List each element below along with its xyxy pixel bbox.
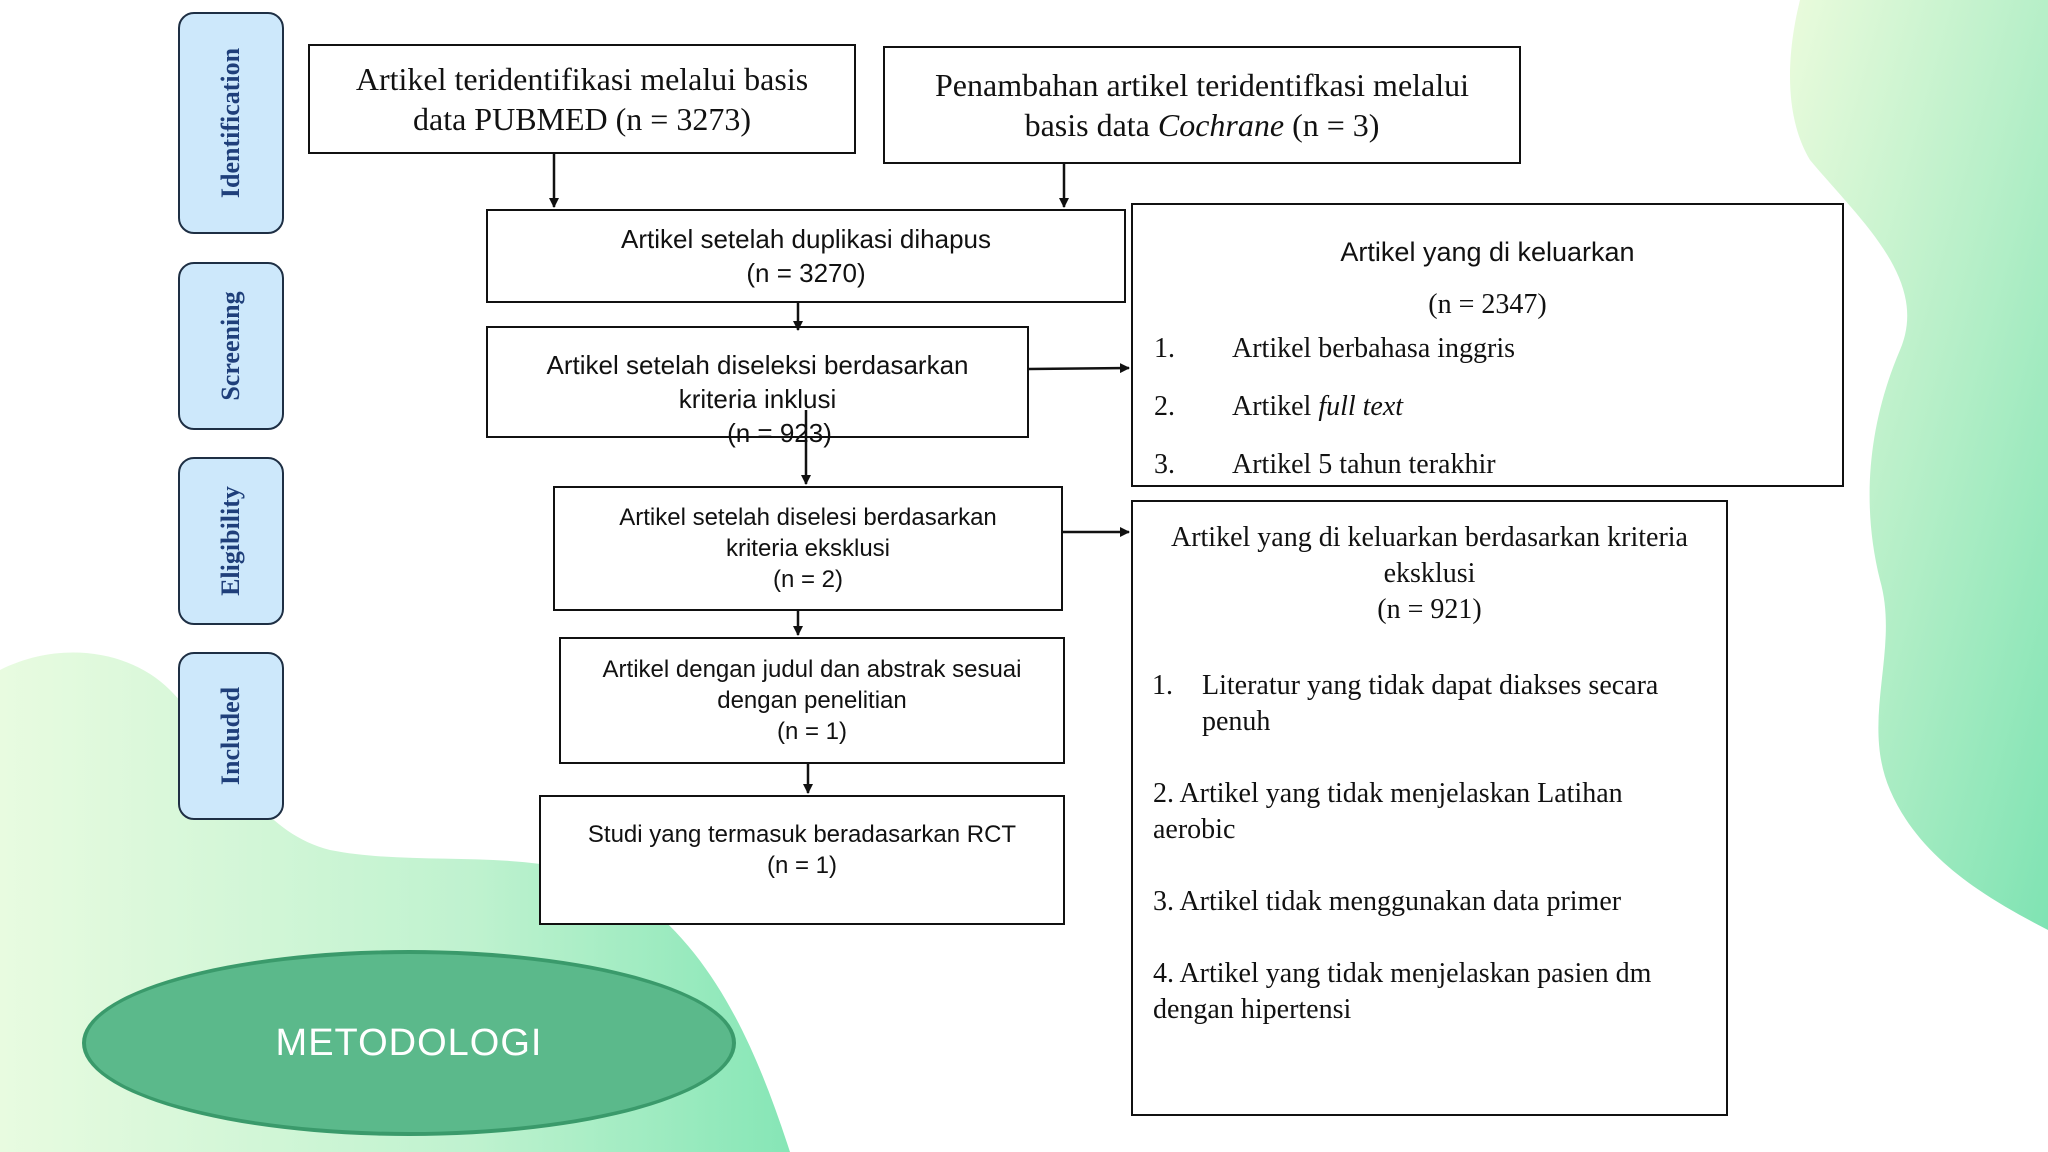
box-pubmed: Artikel teridentifikasi melalui basis da… (308, 44, 856, 154)
box-title-abstract-line1: Artikel dengan judul dan abstrak sesuai (602, 656, 1022, 683)
phase-identification: Identification (178, 12, 284, 234)
excluded-eligibility-item-4: 4. Artikel yang tidak menjelaskan pasien… (1153, 956, 1706, 1028)
box-cochrane-line1: Penambahan artikel teridentifkasi melalu… (934, 67, 1470, 103)
phase-screening: Screening (178, 262, 284, 430)
excluded-screening-item-num: 1. (1154, 333, 1175, 364)
box-duplicates-line2: (n = 3270) (746, 258, 866, 288)
box-excluded-eligibility: Artikel yang di keluarkan berdasarkan kr… (1131, 500, 1728, 1116)
excluded-screening-item-num: 2. (1154, 391, 1175, 422)
box-duplicates-line1: Artikel setelah duplikasi dihapus (621, 224, 991, 254)
box-cochrane: Penambahan artikel teridentifkasi melalu… (883, 46, 1521, 164)
excluded-screening-item-text: Artikel berbahasa inggris (1232, 333, 1516, 364)
phase-included-label: Included (216, 686, 245, 786)
excluded-eligibility-item-1-line2: penuh (1202, 706, 1271, 737)
excluded-screening-item: 3. Artikel 5 tahun terakhir (1154, 449, 1496, 481)
box-cochrane-line2: basis data Cochrane (n = 3) (1025, 105, 1380, 145)
box-inclusion-line1: Artikel setelah diseleksi berdasarkan (546, 350, 969, 380)
box-rct-line1: Studi yang termasuk beradasarkan RCT (587, 821, 1017, 848)
box-pubmed-line2: data PUBMED (n = 3273) (412, 101, 751, 137)
box-rct-line2: (n = 1) (766, 852, 838, 879)
box-title-abstract-line2: dengan penelitian (717, 687, 907, 714)
box-inclusion-line2: kriteria inklusi (678, 384, 837, 414)
phase-identification-label: Identification (216, 47, 245, 199)
excluded-eligibility-title: Artikel yang di keluarkan berdasarkan kr… (1133, 520, 1726, 628)
box-excluded-screening: Artikel yang di keluarkan (n = 2347) 1. A… (1131, 203, 1844, 487)
excluded-eligibility-item-2-line2: aerobic (1153, 814, 1236, 845)
phase-included: Included (178, 652, 284, 820)
box-cochrane-line2-em: Cochrane (1157, 107, 1285, 143)
box-title-abstract: Artikel dengan judul dan abstrak sesuai … (559, 637, 1065, 764)
excluded-eligibility-item-3: 3. Artikel tidak menggunakan data primer (1153, 886, 1622, 917)
box-cochrane-line2-pre: basis data (1024, 107, 1158, 143)
excluded-screening-item: 2. Artikel full text (1154, 391, 1403, 423)
phase-screening-label: Screening (216, 291, 245, 401)
excluded-screening-item-pre: Artikel (1232, 391, 1319, 422)
box-inclusion-line3: (n = 923) (727, 418, 832, 448)
box-exclusion-line3: (n = 2) (772, 566, 844, 593)
excluded-eligibility-item-2: 2. Artikel yang tidak menjelaskan Latiha… (1153, 776, 1706, 848)
excluded-screening-item-num: 3. (1154, 449, 1175, 480)
excluded-eligibility-item-4-line1: 4. Artikel yang tidak menjelaskan pasien… (1153, 958, 1652, 989)
excluded-eligibility-title-line2: eksklusi (1383, 558, 1476, 589)
excluded-screening-count: (n = 2347) (1428, 289, 1547, 320)
box-title-abstract-line3: (n = 1) (776, 718, 848, 745)
phase-eligibility: Eligibility (178, 457, 284, 625)
excluded-screening-item-em: full text (1318, 391, 1404, 422)
excluded-eligibility-item-1-num: 1. (1152, 670, 1173, 701)
excluded-screening-title: Artikel yang di keluarkan (1340, 237, 1635, 267)
excluded-eligibility-title-line1: Artikel yang di keluarkan berdasarkan kr… (1170, 522, 1688, 553)
box-exclusion-line1: Artikel setelah diselesi berdasarkan (619, 504, 997, 531)
box-inclusion-criteria: Artikel setelah diseleksi berdasarkan kr… (486, 326, 1029, 448)
excluded-eligibility-item-1: 1. Literatur yang tidak dapat diakses sec… (1152, 668, 1658, 740)
excluded-eligibility-item-1-line1: Literatur yang tidak dapat diakses secar… (1202, 670, 1659, 701)
phase-eligibility-label: Eligibility (216, 486, 245, 596)
box-exclusion-criteria: Artikel setelah diselesi berdasarkan kri… (553, 486, 1063, 611)
box-cochrane-line2-post: (n = 3) (1284, 107, 1380, 143)
box-exclusion-line2: kriteria eksklusi (725, 535, 891, 562)
box-pubmed-line1: Artikel teridentifikasi melalui basis (355, 61, 809, 97)
excluded-screening-item: 1. Artikel berbahasa inggris (1154, 333, 1515, 365)
excluded-eligibility-item-4-line2: dengan hipertensi (1153, 994, 1352, 1025)
section-title-ellipse: METODOLOGI (82, 950, 736, 1136)
section-title: METODOLOGI (275, 1021, 543, 1064)
excluded-screening-item-text: Artikel 5 tahun terakhir (1232, 449, 1496, 480)
box-duplicates-removed: Artikel setelah duplikasi dihapus (n = 3… (486, 209, 1126, 303)
excluded-eligibility-item-2-line1: 2. Artikel yang tidak menjelaskan Latiha… (1153, 778, 1623, 809)
box-rct-included: Studi yang termasuk beradasarkan RCT (n … (539, 795, 1065, 925)
right-green-blob (1790, 0, 2048, 930)
excluded-eligibility-count: (n = 921) (1377, 594, 1482, 625)
